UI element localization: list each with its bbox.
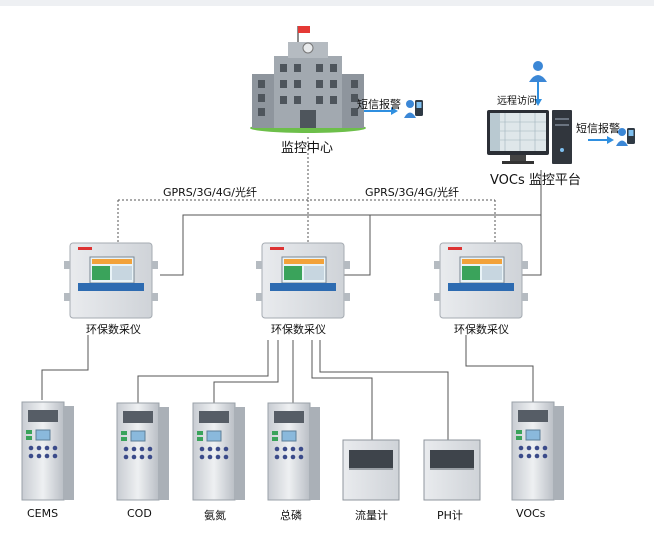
- flow-meter-box: [342, 439, 400, 501]
- dotted-link-center: [117, 137, 496, 243]
- analyzer-label-phosphorus: 总磷: [280, 509, 302, 522]
- arrows: [360, 80, 614, 144]
- link-label-left: GPRS/3G/4G/光纤: [163, 186, 257, 199]
- ph-meter-box: [423, 439, 481, 501]
- computer-icon: [487, 110, 572, 164]
- building-icon: [250, 26, 366, 133]
- arrow-right-icon: [391, 107, 398, 115]
- collector-label-1: 环保数采仪: [86, 323, 141, 336]
- collector-label-3: 环保数采仪: [454, 323, 509, 336]
- platform-label: VOCs 监控平台: [490, 173, 581, 188]
- analyzer-label-ph: PH计: [437, 509, 463, 522]
- collector-device-2: [256, 242, 350, 319]
- link-vocs: [465, 335, 534, 402]
- analyzer-label-cems: CEMS: [27, 507, 59, 520]
- analyzer-cabinet-ammonia: [192, 402, 245, 501]
- platform-sms-label: 短信报警: [576, 122, 620, 135]
- center-sms-label: 短信报警: [357, 98, 401, 111]
- link-label-right: GPRS/3G/4G/光纤: [365, 186, 459, 199]
- arrow-down-icon: [534, 99, 542, 106]
- arrow-right-icon: [607, 136, 614, 144]
- sms-alarm-icon: [616, 128, 635, 146]
- solid-link-platform: [160, 170, 542, 276]
- connection-lines: [41, 137, 542, 440]
- platform-remote-label: 远程访问: [497, 96, 537, 107]
- link-cems: [41, 335, 89, 400]
- analyzer-cabinet-cems: [21, 401, 74, 501]
- analyzer-label-flow: 流量计: [355, 509, 388, 522]
- link-ph: [319, 340, 449, 440]
- collector-device-3: [434, 242, 528, 319]
- center-label: 监控中心: [281, 141, 334, 156]
- collector-label-2: 环保数采仪: [271, 323, 326, 336]
- top-bar: [0, 0, 654, 6]
- analyzer-label-vocs: VOCs: [516, 507, 546, 520]
- user-icon: [529, 61, 547, 82]
- analyzer-label-ammonia: 氨氮: [204, 509, 226, 522]
- analyzer-cabinet-vocs: [511, 401, 564, 501]
- collector-device-1: [64, 242, 158, 319]
- link-cod: [137, 340, 269, 403]
- link-ammonia: [213, 340, 279, 403]
- analyzer-label-cod: COD: [127, 507, 152, 520]
- link-flow: [311, 340, 373, 440]
- analyzer-cabinet-phosphorus: [267, 402, 320, 501]
- analyzer-cabinet-cod: [116, 402, 169, 501]
- sms-alarm-icon: [404, 100, 423, 118]
